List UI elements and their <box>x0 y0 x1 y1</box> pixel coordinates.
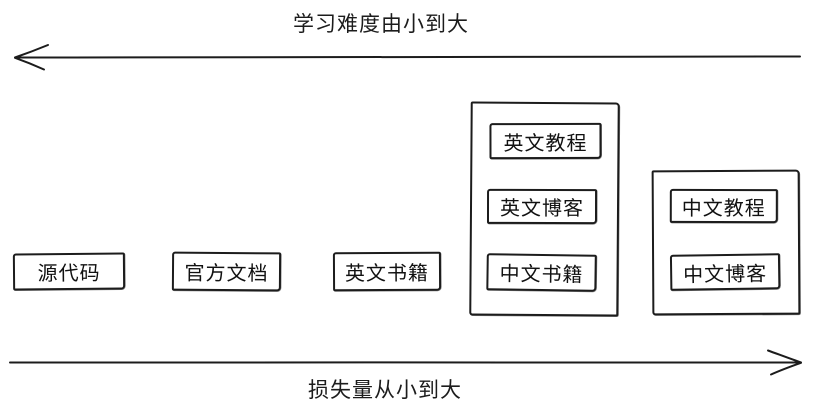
left-arrow <box>14 44 801 71</box>
group-right: 中文教程 中文博客 <box>651 169 801 316</box>
node-chinese-books: 中文书籍 <box>486 253 597 292</box>
node-english-tutorials-label: 英文教程 <box>503 130 588 155</box>
node-chinese-tutorials: 中文教程 <box>669 188 778 224</box>
bottom-axis-label: 损失量从小到大 <box>308 378 462 402</box>
node-english-blogs-label: 英文博客 <box>499 195 585 221</box>
node-english-books-label: 英文书籍 <box>344 260 430 286</box>
node-english-books: 英文书籍 <box>332 251 442 292</box>
group-middle: 英文教程 英文博客 中文书籍 <box>469 101 620 317</box>
right-arrow <box>9 349 802 376</box>
node-english-blogs: 英文博客 <box>486 188 598 225</box>
node-chinese-tutorials-label: 中文教程 <box>681 195 766 220</box>
node-source-code-label: 源代码 <box>37 260 101 286</box>
node-chinese-books-label: 中文书籍 <box>499 261 584 287</box>
node-english-tutorials: 英文教程 <box>489 122 602 160</box>
node-source-code: 源代码 <box>12 252 126 291</box>
node-chinese-blogs: 中文博客 <box>669 253 781 291</box>
node-chinese-blogs-label: 中文博客 <box>683 260 768 287</box>
node-official-docs: 官方文档 <box>171 251 282 292</box>
top-axis-label: 学习难度由小到大 <box>293 12 469 36</box>
node-official-docs-label: 官方文档 <box>184 260 269 286</box>
